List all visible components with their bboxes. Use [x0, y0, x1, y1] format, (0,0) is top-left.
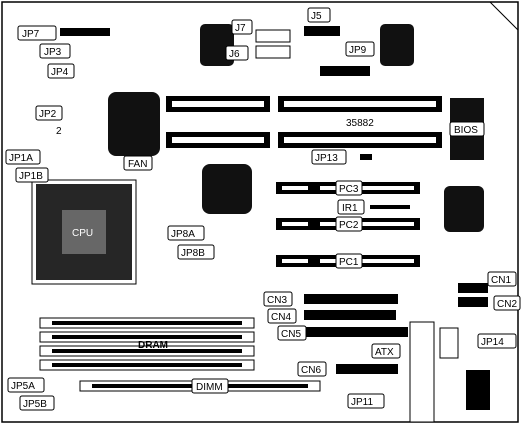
j7-header — [255, 29, 291, 43]
label-dram: DRAM — [138, 340, 168, 351]
label-j5: J5 — [311, 11, 322, 22]
dram-slots — [39, 317, 255, 371]
label-ir1: IR1 — [342, 203, 358, 214]
chipset-center — [202, 164, 252, 214]
chipset-left — [108, 92, 160, 156]
cn5-header — [304, 327, 408, 337]
label-jp1b: JP1B — [19, 171, 43, 182]
label-jp5b: JP5B — [23, 399, 47, 410]
label-j6: J6 — [229, 49, 240, 60]
chipset-top-right — [380, 24, 414, 66]
io-port — [466, 370, 490, 410]
j6-header — [255, 45, 291, 59]
label-jp8b: JP8B — [181, 248, 205, 259]
label-jp11: JP11 — [351, 397, 373, 408]
label-j7: J7 — [235, 23, 246, 34]
label-cn6: CN6 — [301, 365, 321, 376]
label-cn1: CN1 — [491, 275, 511, 286]
cn4-header — [304, 310, 396, 320]
cn2-header — [458, 297, 488, 307]
label-pc1: PC1 — [339, 257, 359, 268]
label-bios: BIOS — [454, 125, 478, 136]
label-cn4: CN4 — [271, 312, 291, 323]
label-jp7: JP7 — [22, 29, 40, 40]
cn1-header — [458, 283, 488, 293]
label-board-marking: 35882 — [346, 118, 374, 129]
cn6-header — [336, 364, 398, 374]
jp7-header — [60, 28, 110, 36]
chipset-right — [444, 186, 484, 232]
jp13-header — [360, 154, 372, 160]
label-jp2: JP2 — [39, 109, 57, 120]
label-jp8a: JP8A — [171, 229, 195, 240]
label-cn3: CN3 — [267, 295, 287, 306]
label-cn2: CN2 — [497, 299, 517, 310]
label-cn5: CN5 — [281, 329, 301, 340]
label-cpu: CPU — [72, 228, 93, 239]
label-jp13: JP13 — [315, 153, 338, 164]
jp14-header — [439, 327, 459, 359]
label-jp14: JP14 — [481, 337, 504, 348]
label-jp3: JP3 — [44, 47, 62, 58]
label-atx: ATX — [375, 347, 394, 358]
cn3-header — [304, 294, 398, 304]
label-jp1a: JP1A — [9, 153, 33, 164]
atx-connector — [409, 321, 435, 423]
j5-header — [304, 26, 340, 36]
ir1-header — [370, 205, 410, 209]
jp9-header — [320, 66, 370, 76]
labels: JP7 JP3 JP4 J7 J6 J5 JP9 JP2 2 JP1A JP1B… — [5, 7, 521, 411]
label-jp5a: JP5A — [11, 381, 35, 392]
label-jp9: JP9 — [349, 45, 367, 56]
label-pc3: PC3 — [339, 184, 359, 195]
label-jp2-pin: 2 — [56, 126, 62, 137]
label-jp4: JP4 — [51, 67, 69, 78]
label-dimm: DIMM — [196, 382, 223, 393]
label-pc2: PC2 — [339, 220, 359, 231]
label-fan: FAN — [128, 159, 147, 170]
isa-slots — [166, 96, 442, 148]
